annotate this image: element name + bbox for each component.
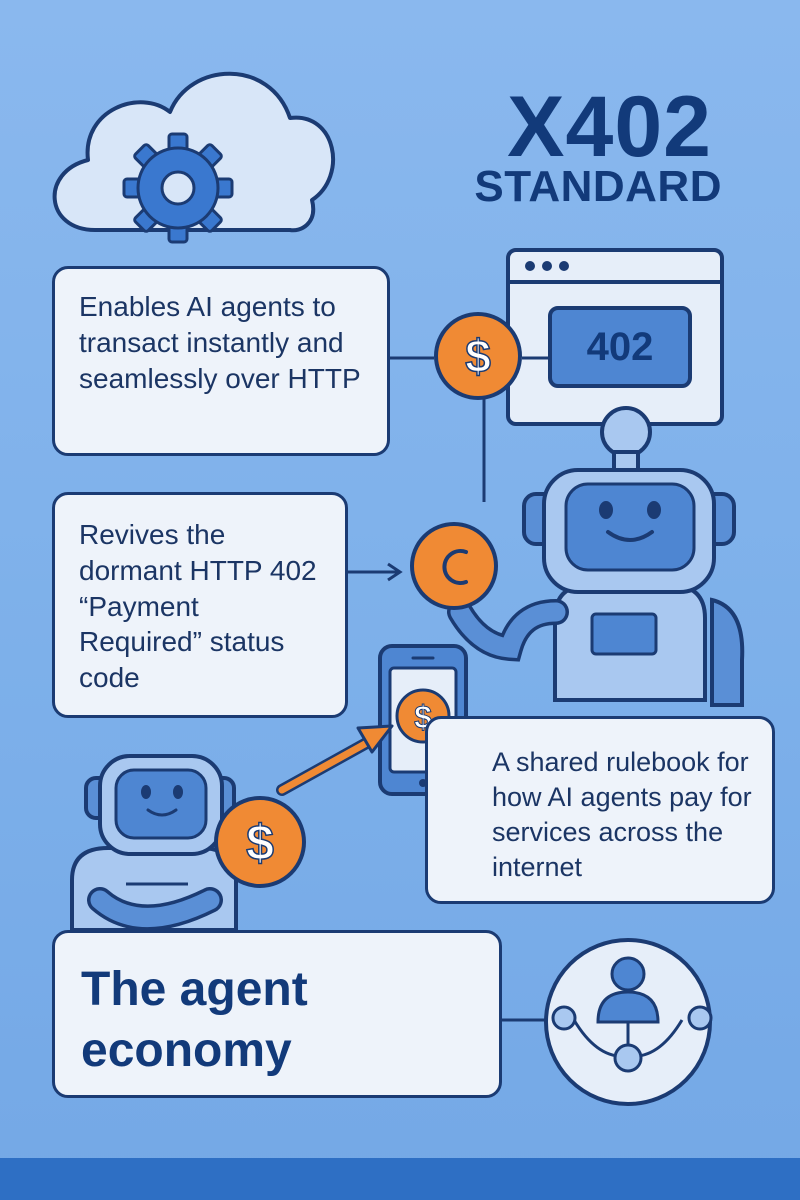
small-robot-icon — [70, 754, 238, 932]
page-subtitle: STANDARD — [474, 162, 722, 211]
dollar-coin-icon-small-robot: $ — [214, 796, 306, 888]
cloud-gear-icon — [52, 71, 336, 244]
dollar-coin-icon: $ — [434, 312, 522, 400]
svg-text:$: $ — [465, 330, 491, 382]
browser-window-icon — [506, 248, 724, 426]
page-title: X402 — [507, 79, 712, 175]
status-code-badge: 402 — [586, 324, 654, 369]
info-card-economy: The agent economy — [52, 930, 502, 1098]
footer-bar — [0, 1158, 800, 1200]
info-card-transact: Enables AI agents to transact instantly … — [52, 266, 390, 456]
user-network-icon — [544, 938, 713, 1106]
coin-icon — [410, 522, 498, 610]
info-card-revives: Revives the dormant HTTP 402 “Payment Re… — [52, 492, 348, 718]
connector-lines — [348, 356, 550, 1022]
robot-icon — [447, 406, 745, 707]
info-card-rulebook: A shared rulebook for how AI agents pay … — [425, 716, 775, 904]
svg-text:$: $ — [246, 815, 274, 871]
arrow-icon — [276, 724, 394, 796]
